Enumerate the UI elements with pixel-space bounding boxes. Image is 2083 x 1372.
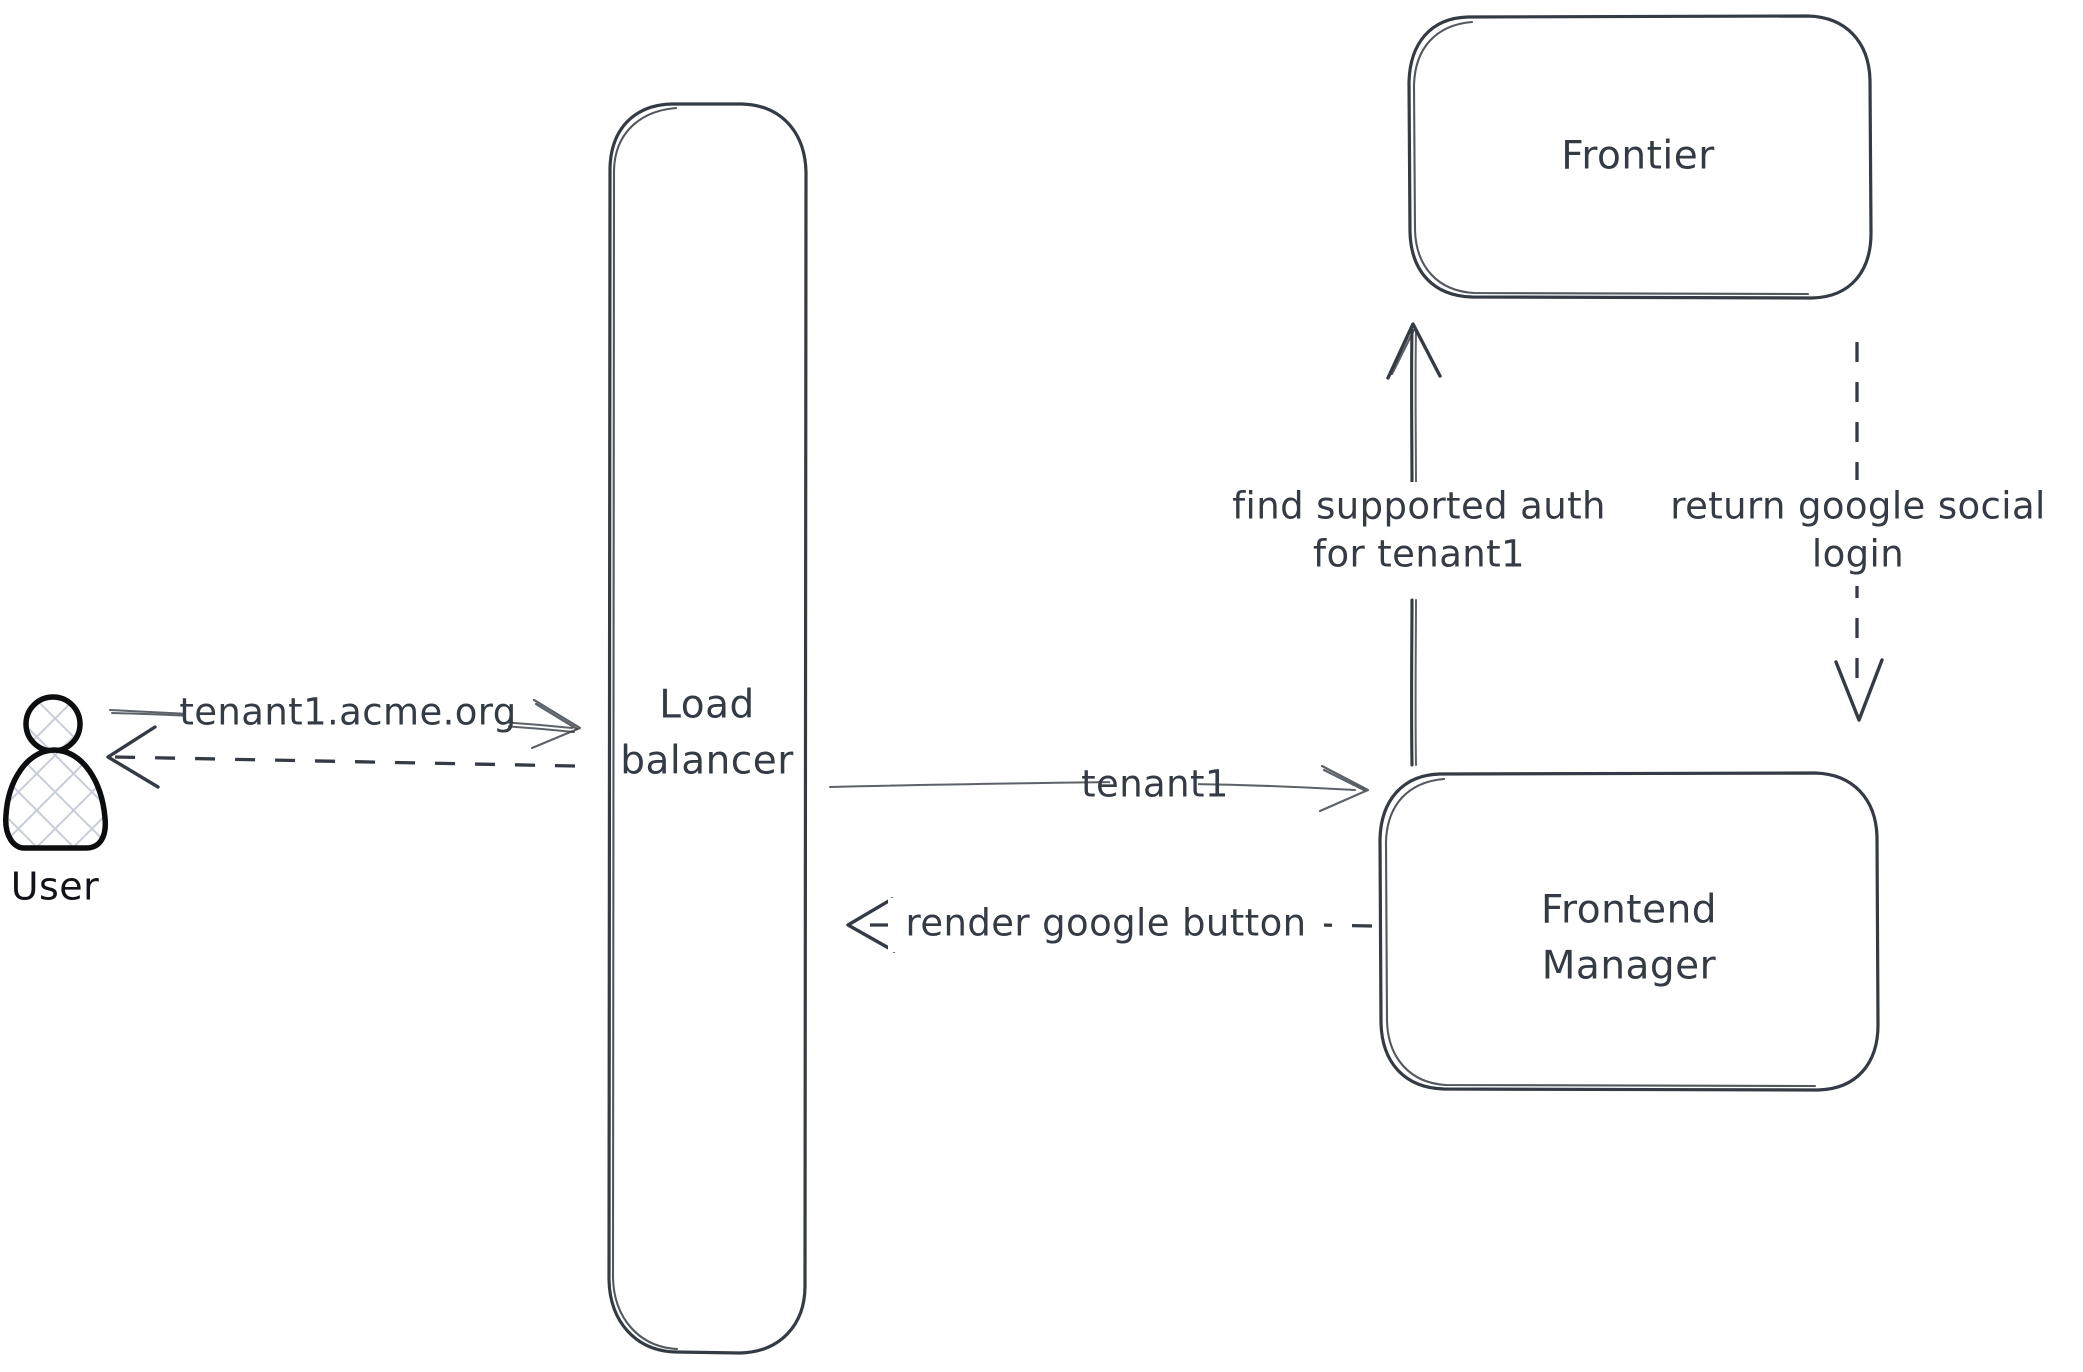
edge-user-to-lb-label: tenant1.acme.org <box>179 691 516 734</box>
actor-user[interactable]: User <box>3 694 109 909</box>
edge-load-balancer-to-user[interactable] <box>106 725 576 789</box>
edge-lb-to-frontend-manager[interactable]: tenant1 <box>829 760 1370 813</box>
node-frontend-manager[interactable]: Frontend Manager <box>1378 771 1880 1092</box>
edge-frontier-to-fm-label-line1: return google social <box>1670 485 2045 528</box>
edge-frontier-to-frontend-manager[interactable]: return google social login <box>1642 342 2072 722</box>
edge-frontier-to-fm-label-line2: login <box>1812 533 1904 576</box>
frontend-manager-label-line1: Frontend <box>1541 888 1717 933</box>
edge-fm-to-frontier-label-line2: for tenant1 <box>1313 533 1525 576</box>
node-frontier[interactable]: Frontier <box>1407 14 1873 300</box>
actor-user-label: User <box>11 865 100 909</box>
edge-fm-to-lb-label: render google button <box>906 902 1307 945</box>
node-load-balancer[interactable]: Load balancer <box>607 102 808 1355</box>
load-balancer-label-line1: Load <box>659 683 755 728</box>
frontier-label: Frontier <box>1561 134 1715 179</box>
frontend-manager-label-line2: Manager <box>1542 944 1717 989</box>
edge-lb-to-fm-label: tenant1 <box>1081 763 1229 806</box>
edge-frontend-manager-to-frontier[interactable]: find supported auth for tenant1 <box>1200 322 1630 767</box>
edge-fm-to-frontier-label-line1: find supported auth <box>1232 485 1606 528</box>
person-actor-icon <box>3 694 109 851</box>
edge-frontend-manager-to-lb[interactable]: render google button <box>846 897 1373 953</box>
load-balancer-label-line2: balancer <box>620 739 794 784</box>
edge-user-to-load-balancer[interactable]: tenant1.acme.org <box>109 688 582 750</box>
